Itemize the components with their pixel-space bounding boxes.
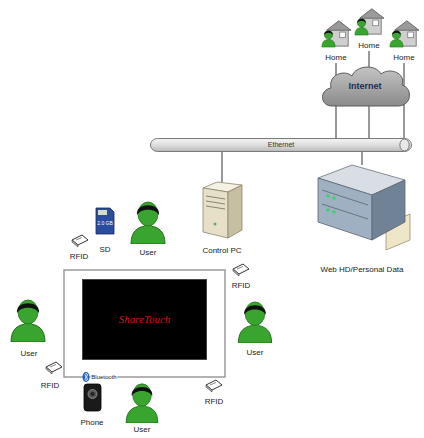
bluetooth-logo (83, 372, 90, 382)
user-label: User (246, 349, 265, 358)
sd-card (96, 208, 114, 234)
network-link (361, 152, 362, 165)
home-node: Home (321, 18, 351, 63)
display-screen: ShareTouch (82, 279, 207, 360)
control-pc: Control PC (200, 182, 244, 256)
home-icon (390, 21, 419, 47)
rfid-label: RFID (231, 282, 252, 291)
device-label: SD (98, 246, 111, 255)
user-icon (238, 302, 271, 343)
internet-cloud: Internet (318, 63, 412, 109)
sd-card-label (98, 210, 107, 215)
server-rack (318, 165, 410, 250)
home-node: Home (389, 18, 419, 63)
node-label: Web HD/Personal Data (316, 265, 408, 275)
ethernet-bus: Ethernet (150, 138, 412, 152)
node-label: Control PC (200, 246, 244, 256)
user-label: User (139, 249, 158, 258)
phone-icon (84, 384, 101, 411)
node-label: Home (389, 53, 419, 63)
home-icon (322, 21, 351, 47)
node-label: Home (354, 41, 384, 51)
bluetooth-label: Bluetooth (90, 374, 117, 381)
home-icon (355, 9, 384, 35)
rfid-label: RFID (204, 398, 225, 407)
card-capacity: 2.0 GB (96, 221, 114, 227)
rfid-icon (206, 380, 222, 392)
rfid-label: RFID (69, 253, 90, 262)
rfid-icon (46, 362, 62, 374)
rfid-icon (233, 264, 249, 276)
web-hd-server: Web HD/Personal Data (316, 165, 408, 275)
rfid-icon (72, 235, 88, 247)
home-node: Home (354, 6, 384, 51)
pipe-end (400, 139, 409, 151)
phone-label: Phone (79, 419, 104, 428)
node-label: Ethernet (268, 141, 294, 149)
node-label: Internet (348, 81, 381, 91)
touch-table (64, 270, 225, 377)
node-label: Home (321, 53, 351, 63)
pc-tower (203, 182, 242, 238)
network-link (221, 152, 222, 182)
user-icon (11, 300, 45, 342)
user-label: User (20, 350, 39, 359)
rfid-label: RFID (40, 382, 61, 391)
user-label: User (133, 426, 152, 435)
user-icon (131, 202, 165, 244)
cloud-outline (322, 67, 409, 106)
pipe-outline (151, 139, 412, 152)
screen-title: ShareTouch (119, 313, 171, 326)
user-icon (126, 384, 158, 423)
